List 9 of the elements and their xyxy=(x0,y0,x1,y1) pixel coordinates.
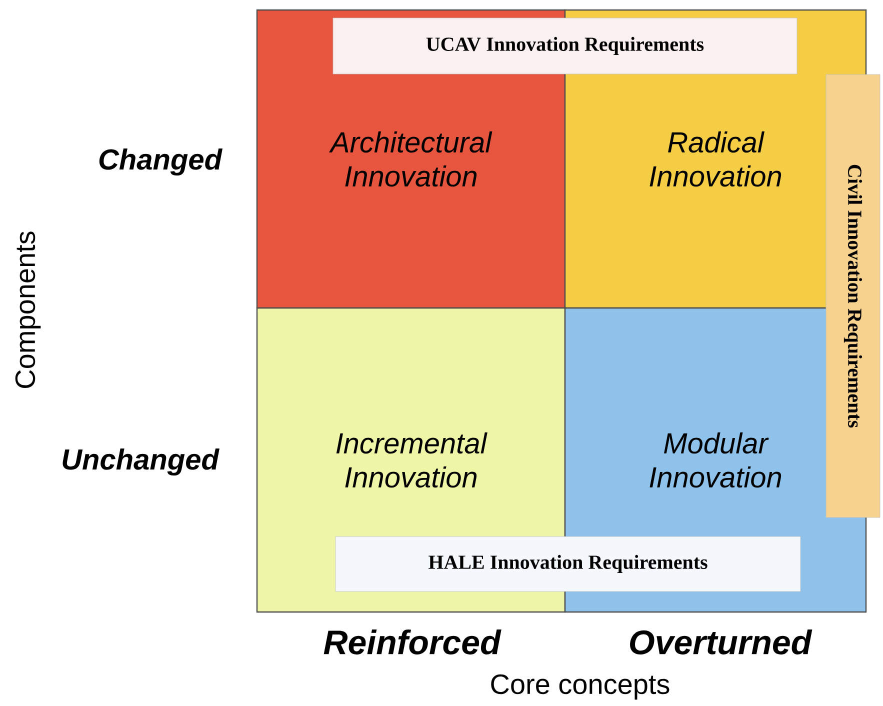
axis-title: Components xyxy=(15,232,41,388)
requirement-banner: Civil Innovation Requirements xyxy=(826,74,880,518)
column-label: Reinforced xyxy=(324,630,502,654)
column-label: Overturned xyxy=(630,630,812,654)
requirement-banner: HALE Innovation Requirements xyxy=(335,536,801,592)
requirement-banner: UCAV Innovation Requirements xyxy=(332,18,798,74)
row-label: Unchanged xyxy=(62,448,220,476)
axis-title: Core concepts xyxy=(491,674,670,700)
row-label: Changed xyxy=(99,148,223,176)
